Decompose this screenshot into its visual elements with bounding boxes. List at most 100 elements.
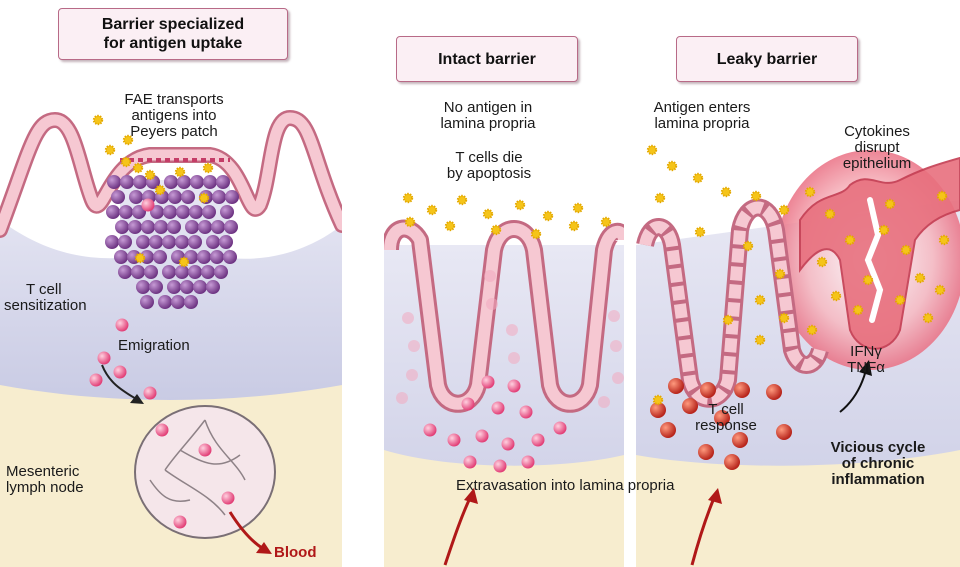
antigen-particle bbox=[720, 186, 732, 198]
lymphocyte-purple bbox=[167, 280, 181, 294]
antigen-particle bbox=[938, 234, 950, 246]
t-cell-red bbox=[700, 382, 716, 398]
lymphocyte-purple bbox=[198, 220, 212, 234]
apoptosis-line2: by apoptosis bbox=[446, 165, 532, 182]
lymphocyte-purple bbox=[149, 280, 163, 294]
antigen-enters-line1: Antigen enters bbox=[653, 99, 751, 116]
lymphocyte-purple bbox=[107, 175, 121, 189]
t-cell-red bbox=[682, 398, 698, 414]
blood-arrowhead bbox=[256, 542, 272, 554]
t-cell-pink bbox=[155, 423, 169, 437]
t-cell-pink bbox=[531, 433, 545, 447]
lymphocyte-purple bbox=[171, 295, 185, 309]
lymphocyte-purple bbox=[206, 280, 220, 294]
t-cell-pink bbox=[198, 443, 212, 457]
antigen-particle bbox=[694, 226, 706, 238]
no-antigen-line2: lamina propria bbox=[440, 115, 536, 132]
lymphocyte-purple bbox=[149, 235, 163, 249]
antigen-particle bbox=[542, 210, 554, 222]
lymphocyte-purple bbox=[189, 205, 203, 219]
antigen-particle bbox=[824, 208, 836, 220]
t-cell-faint bbox=[402, 312, 414, 324]
lymphocyte-purple bbox=[111, 190, 125, 204]
right-submucosa bbox=[636, 450, 960, 567]
lymphocyte-purple bbox=[133, 175, 147, 189]
lymphocyte-purple bbox=[201, 265, 215, 279]
right-extravasation-arrow bbox=[690, 497, 716, 566]
lymphocyte-purple bbox=[150, 205, 164, 219]
lymphocyte-purple bbox=[224, 220, 238, 234]
t-cell-red bbox=[776, 424, 792, 440]
antigen-particle bbox=[862, 274, 874, 286]
t-cell-faint bbox=[508, 352, 520, 364]
right-t-cells bbox=[650, 378, 792, 470]
tnf-alpha-label: TNFα bbox=[847, 359, 885, 376]
lymphocyte-purple bbox=[188, 265, 202, 279]
antigen-particle bbox=[894, 294, 906, 306]
t-cell-pink bbox=[463, 455, 477, 469]
right-epithelium-inner bbox=[639, 201, 826, 405]
lymphocyte-purple bbox=[132, 205, 146, 219]
right-antigens bbox=[646, 144, 950, 406]
antigen-particle bbox=[652, 394, 664, 406]
lymphocyte-purple bbox=[175, 265, 189, 279]
right-title: Leaky barrier bbox=[716, 50, 818, 68]
vicious-cycle-line2: of chronic bbox=[841, 455, 915, 472]
t-cell-response-line2: response bbox=[695, 417, 757, 434]
left-panel bbox=[0, 0, 350, 567]
antigen-particle bbox=[778, 204, 790, 216]
antigen-particle bbox=[404, 216, 416, 228]
t-cell-faint bbox=[396, 392, 408, 404]
fae-label-line2: antigens into bbox=[131, 107, 217, 124]
lymph-node-label: Mesenteric lymph node bbox=[6, 464, 84, 496]
no-antigen-label: No antigen in lamina propria bbox=[408, 100, 568, 132]
cytokines-line2: disrupt bbox=[854, 139, 900, 156]
lymphocyte-purple bbox=[154, 220, 168, 234]
t-cell-faint bbox=[406, 369, 418, 381]
t-cell-red bbox=[668, 378, 684, 394]
antigen-particle bbox=[134, 252, 146, 264]
lymphocyte-purple bbox=[214, 265, 228, 279]
antigen-particle bbox=[120, 156, 132, 168]
antigen-particle bbox=[914, 272, 926, 284]
lymphocyte-purple bbox=[153, 250, 167, 264]
antigen-particle bbox=[174, 166, 186, 178]
lymphocyte-purple bbox=[176, 205, 190, 219]
cytokine-names: IFNγ TNFα bbox=[836, 344, 896, 376]
antigen-particle bbox=[572, 202, 584, 214]
cytokine-arrowhead bbox=[859, 360, 872, 376]
middle-extravasation-arrowhead bbox=[464, 488, 478, 504]
antigen-particle bbox=[742, 240, 754, 252]
antigen-particle bbox=[202, 162, 214, 174]
extravasation-label: Extravasation into lamina propria bbox=[456, 477, 675, 494]
t-cell-faint bbox=[598, 396, 610, 408]
antigen-particle bbox=[936, 190, 948, 202]
antigen-particle bbox=[934, 284, 946, 296]
lymphocyte-purple bbox=[162, 265, 176, 279]
t-cell-red bbox=[724, 454, 740, 470]
lymphocyte-purple bbox=[177, 175, 191, 189]
antigen-particle bbox=[104, 144, 116, 156]
lymphocyte-purple bbox=[136, 280, 150, 294]
t-cell-faint bbox=[612, 372, 624, 384]
gutter-right bbox=[624, 0, 636, 567]
lymphocyte-purple bbox=[140, 295, 154, 309]
antigen-particle bbox=[900, 244, 912, 256]
antigen-particle bbox=[426, 204, 438, 216]
t-cell-pink bbox=[89, 373, 103, 387]
antigen-particle bbox=[646, 144, 658, 156]
fae-label-line1: FAE transports bbox=[124, 91, 224, 108]
t-cell-faint bbox=[484, 270, 496, 282]
antigen-particle bbox=[198, 192, 210, 204]
antigen-particle bbox=[444, 220, 456, 232]
antigen-particle bbox=[754, 294, 766, 306]
lymphocyte-purple bbox=[216, 175, 230, 189]
lymphocyte-purple bbox=[118, 265, 132, 279]
antigen-particle bbox=[122, 134, 134, 146]
t-cell-pink bbox=[481, 375, 495, 389]
t-cell-faint bbox=[610, 340, 622, 352]
right-title-box: Leaky barrier bbox=[676, 36, 858, 82]
right-extravasation-arrowhead bbox=[708, 488, 722, 504]
lymphocyte-purple bbox=[163, 205, 177, 219]
